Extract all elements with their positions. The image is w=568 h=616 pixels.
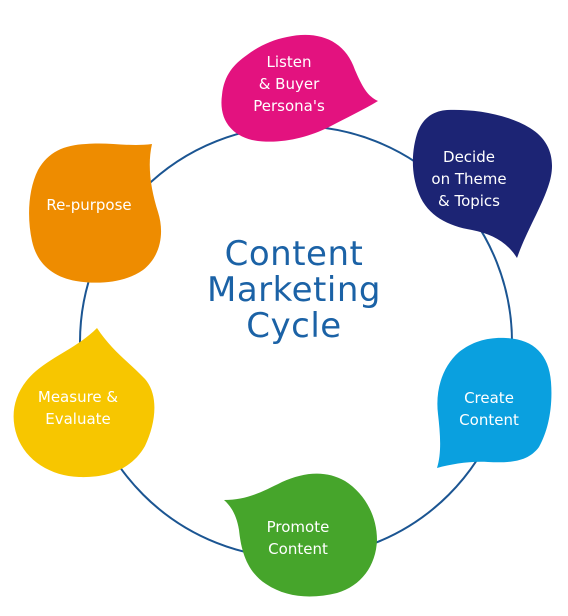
- step-label-measure-line-1: Measure &: [37, 388, 119, 406]
- step-label-listen-line-3: Persona's: [253, 97, 325, 115]
- step-shape-listen: [221, 34, 378, 142]
- step-label-promote-line-1: Promote: [266, 518, 330, 536]
- step-label-listen: Listen & Buyer Persona's: [230, 51, 348, 117]
- step-shape-repurpose: [29, 143, 162, 283]
- step-label-decide: Decide on Theme & Topics: [410, 146, 528, 212]
- step-shape-create: [437, 337, 552, 468]
- step-label-measure: Measure & Evaluate: [18, 386, 138, 430]
- step-label-create-line-1: Create: [464, 389, 514, 407]
- step-label-repurpose-line-1: Re-purpose: [46, 196, 132, 214]
- step-label-listen-line-2: & Buyer: [258, 75, 320, 93]
- cycle-title-line-3: Cycle: [246, 306, 342, 346]
- step-shape-decide: [412, 109, 553, 258]
- step-label-decide-line-1: Decide: [443, 148, 495, 166]
- step-label-decide-line-3: & Topics: [437, 192, 500, 210]
- cycle-title-line-1: Content: [224, 234, 364, 274]
- cycle-title-line-2: Marketing: [207, 270, 381, 310]
- step-label-listen-line-1: Listen: [266, 53, 312, 71]
- step-label-create: Create Content: [434, 387, 544, 431]
- step-label-create-line-2: Content: [459, 411, 519, 429]
- step-shape-promote: [224, 473, 377, 597]
- step-label-decide-line-2: on Theme: [431, 170, 507, 188]
- step-label-repurpose: Re-purpose: [30, 194, 148, 216]
- step-label-promote-line-2: Content: [268, 540, 328, 558]
- step-shape-measure: [13, 328, 155, 478]
- step-label-promote: Promote Content: [239, 516, 357, 560]
- cycle-title: Content Marketing Cycle: [164, 236, 424, 344]
- step-label-measure-line-2: Evaluate: [45, 410, 111, 428]
